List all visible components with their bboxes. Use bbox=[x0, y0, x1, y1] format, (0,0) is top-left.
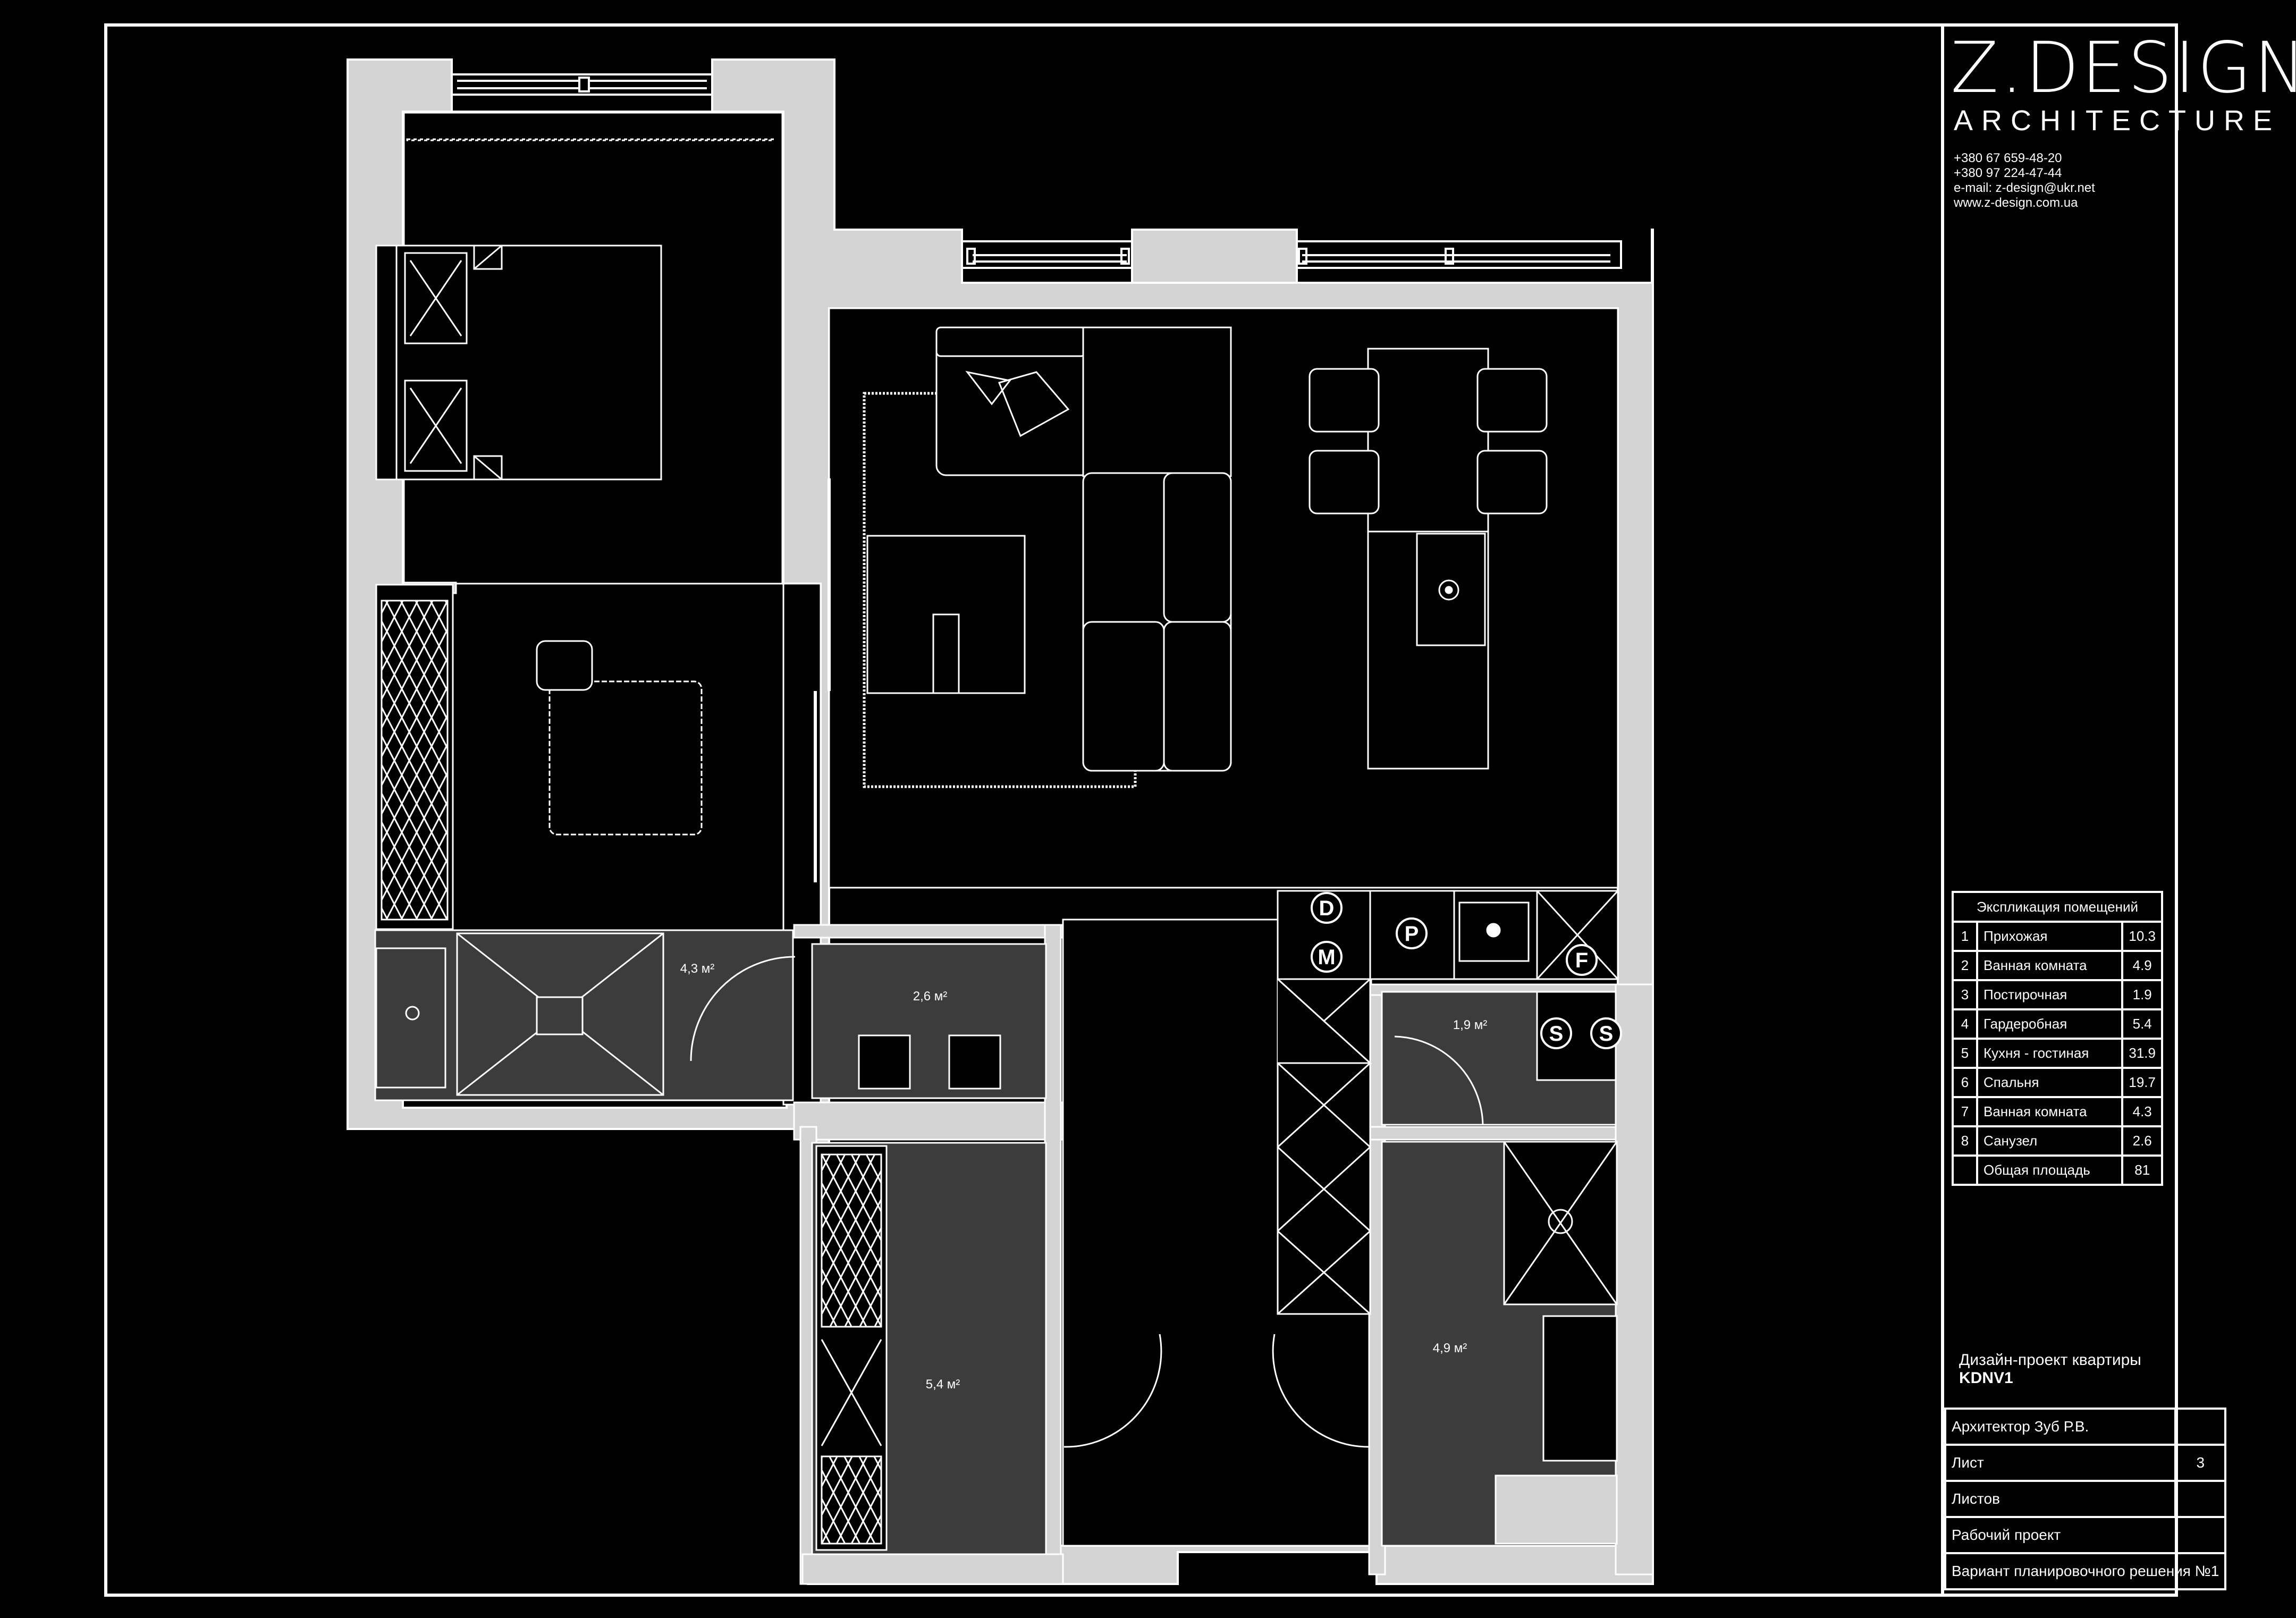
phone-2: +380 97 224-47-44 bbox=[1954, 166, 2062, 180]
title-block bbox=[1941, 23, 2178, 1597]
appliance-m: M bbox=[1318, 946, 1335, 969]
shower-small bbox=[456, 932, 664, 1096]
wet-rooms bbox=[374, 929, 1618, 1555]
project-code: KDNV1 bbox=[1959, 1369, 2013, 1387]
sofa-corner bbox=[1082, 326, 1232, 477]
drawing-frame bbox=[104, 23, 2178, 1597]
appliance-s1: S bbox=[1549, 1022, 1564, 1046]
sheets-label: Листов bbox=[1944, 1480, 2177, 1518]
architect: Архитектор Зуб Р.В. bbox=[1944, 1408, 2177, 1446]
sheet-value: 3 bbox=[2174, 1444, 2227, 1482]
sheets-value bbox=[2174, 1480, 2227, 1518]
appliance-p: P bbox=[1405, 922, 1419, 946]
window-frames bbox=[457, 77, 1610, 265]
phone-1: +380 67 659-48-20 bbox=[1954, 151, 2062, 165]
stage: Рабочий проект bbox=[1944, 1516, 2227, 1554]
label-bath-small: 4,3 м² bbox=[680, 962, 715, 976]
wc-room bbox=[811, 943, 1047, 1099]
sheet-label: Лист bbox=[1944, 1444, 2177, 1482]
project-name: Дизайн-проект квартиры bbox=[1959, 1351, 2141, 1369]
contacts: +380 67 659-48-20 +380 97 224-47-44 e-ma… bbox=[1954, 151, 2095, 210]
explication-title: Экспликация помещений bbox=[1952, 891, 2163, 923]
bedroom-furniture bbox=[375, 138, 831, 930]
doors bbox=[690, 956, 1484, 1448]
ottoman bbox=[548, 680, 703, 836]
website: www.z-design.com.ua bbox=[1954, 196, 2078, 210]
living-furniture bbox=[863, 326, 1548, 788]
email: e-mail: z-design@ukr.net bbox=[1954, 181, 2095, 195]
variant: Вариант планировочного решения №1 bbox=[1944, 1552, 2227, 1590]
chairs bbox=[1309, 368, 1548, 515]
walls bbox=[347, 58, 1654, 1585]
label-laundry: 1,9 м² bbox=[1453, 1018, 1488, 1032]
pier-top bbox=[1131, 229, 1298, 284]
label-wardrobe: 5,4 м² bbox=[926, 1377, 960, 1392]
label-wc: 2,6 м² bbox=[913, 989, 948, 1004]
appliance-s2: S bbox=[1599, 1022, 1614, 1046]
brand-subtitle: ARCHITECTURE bbox=[1954, 105, 2281, 137]
appliance-d: D bbox=[1319, 897, 1335, 920]
project-title: Дизайн-проект квартиры KDNV1 bbox=[1959, 1351, 2141, 1387]
label-bath-large: 4,9 м² bbox=[1433, 1341, 1467, 1355]
appliance-f: F bbox=[1575, 949, 1588, 972]
stool bbox=[536, 640, 593, 691]
brand-logo: Z.DESIGN bbox=[1951, 27, 2296, 109]
